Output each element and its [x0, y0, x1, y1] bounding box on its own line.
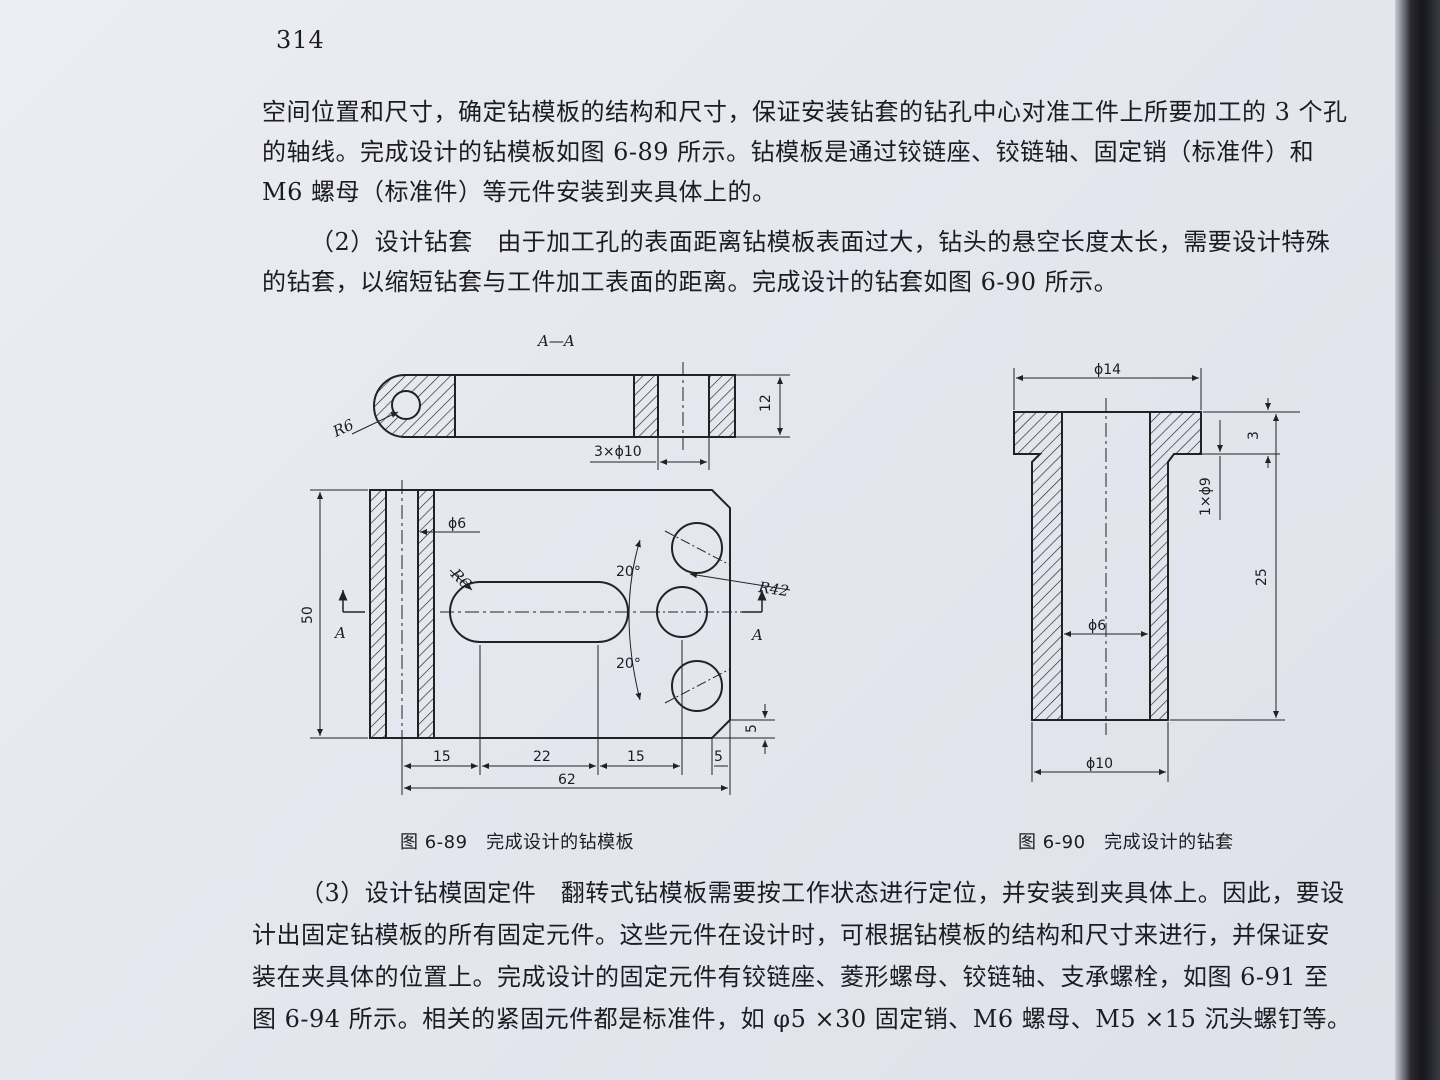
dim-62-label: 62 — [558, 772, 576, 788]
section-a-right-label: A — [750, 626, 763, 644]
r42-label: R42 — [756, 578, 790, 600]
phi6-bore-label: ϕ6 — [1088, 618, 1106, 634]
figure-6-90-caption: 图 6-90 完成设计的钻套 — [1018, 832, 1234, 853]
dim-15-right-label: 15 — [627, 749, 645, 765]
dim-15-left-label: 15 — [433, 749, 451, 765]
figure-6-89-caption: 图 6-89 完成设计的钻模板 — [400, 832, 635, 853]
phi9-label: 1×ϕ9 — [1198, 477, 1214, 516]
section-view — [351, 362, 790, 470]
section-label: A—A — [536, 332, 575, 350]
section-a-left-label: A — [333, 624, 346, 642]
r6-top-label: R6 — [329, 415, 357, 441]
figure-6-90-drill-bushing — [1013, 368, 1300, 782]
phi6-label: ϕ6 — [448, 516, 466, 532]
page-edge-shadow — [1395, 0, 1440, 1080]
phi10-label: ϕ10 — [1086, 756, 1113, 772]
paragraph-2: （2）设计钻套 由于加工孔的表面距离钻模板表面过大，钻头的悬空长度太长，需要设计… — [262, 228, 1331, 296]
phi14-label: ϕ14 — [1094, 362, 1121, 378]
dim-5-right-label: 5 — [744, 724, 760, 733]
figure-6-89-labels: R6 12 3×ϕ10 ϕ6 R6 20° 20° R42 50 A A 5 1… — [300, 394, 790, 788]
paragraph-3: （3）设计钻模固定件 翻转式钻模板需要按工作状态进行定位，并安装到夹具体上。因此… — [252, 879, 1352, 1033]
dim-12-label: 12 — [758, 394, 774, 412]
page-number: 314 — [276, 26, 325, 54]
dim-3-label: 3 — [1246, 431, 1262, 440]
angle-top-label: 20° — [616, 564, 641, 580]
front-view — [310, 480, 791, 795]
dim-22-label: 22 — [533, 749, 551, 765]
holes-label: 3×ϕ10 — [594, 444, 642, 460]
figure-6-89-drill-plate: A—A — [310, 332, 791, 795]
figure-6-90-labels: ϕ14 3 1×ϕ9 25 ϕ6 ϕ10 — [1086, 362, 1270, 772]
angle-bottom-label: 20° — [616, 656, 641, 672]
dim-50-label: 50 — [300, 606, 316, 624]
dim-5-bottom-label: 5 — [714, 749, 723, 765]
paragraph-1: 空间位置和尺寸，确定钻模板的结构和尺寸，保证安装钻套的钻孔中心对准工件上所要加工… — [262, 98, 1348, 206]
dim-25-label: 25 — [1254, 568, 1270, 586]
